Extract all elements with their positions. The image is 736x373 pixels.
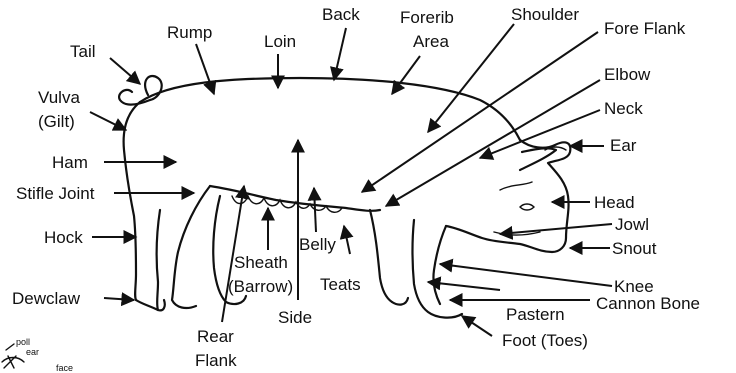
label-fore-flank: Fore Flank [604,19,686,38]
foot-toes-arrow [462,316,492,336]
label-rear-flank-line1: Rear [197,327,234,346]
rump-arrow [196,44,214,94]
label-side: Side [278,308,312,327]
label-sheath-line2: (Barrow) [228,277,293,296]
label-tail: Tail [70,42,96,61]
label-cannon-bone: Cannon Bone [596,294,700,313]
label-back: Back [322,5,360,24]
label-teats: Teats [320,275,361,294]
neck-arrow [480,110,600,158]
label-shoulder: Shoulder [511,5,579,24]
label-hock: Hock [44,228,83,247]
label-forerib-line2: Area [413,32,449,51]
teats-arrow [344,226,350,254]
label-vulva-line2: (Gilt) [38,112,75,131]
inset-label-poll: poll [16,337,30,347]
jowl-arrow [500,224,612,234]
label-forerib-line1: Forerib [400,8,454,27]
label-elbow: Elbow [604,65,651,84]
belly-arrow [314,188,316,232]
label-dewclaw: Dewclaw [12,289,81,308]
dewclaw-arrow [104,298,134,300]
back-arrow [334,28,346,80]
inset-label-face: face [56,363,73,373]
knee-arrow [440,264,612,286]
label-ham: Ham [52,153,88,172]
tail-arrow [110,58,140,84]
forerib-arrow [392,56,420,94]
label-jowl: Jowl [615,215,649,234]
inset-label-ear: ear [26,347,39,357]
inset-poll-pointer [6,344,14,350]
label-pastern: Pastern [506,305,565,324]
inset-labels: poll ear face [6,337,73,373]
label-loin: Loin [264,32,296,51]
label-snout: Snout [612,239,657,258]
label-stifle-joint: Stifle Joint [16,184,95,203]
label-head: Head [594,193,635,212]
label-belly: Belly [299,235,336,254]
labels: Tail Rump Loin Back Forerib Area Shoulde… [12,5,700,370]
label-neck: Neck [604,99,643,118]
label-sheath-line1: Sheath [234,253,288,272]
pastern-arrow [428,282,500,290]
label-rump: Rump [167,23,212,42]
label-vulva-line1: Vulva [38,88,80,107]
vulva-arrow [90,112,126,130]
fore-flank-arrow [362,32,598,192]
label-ear: Ear [610,136,637,155]
label-foot-toes: Foot (Toes) [502,331,588,350]
label-rear-flank-line2: Flank [195,351,237,370]
